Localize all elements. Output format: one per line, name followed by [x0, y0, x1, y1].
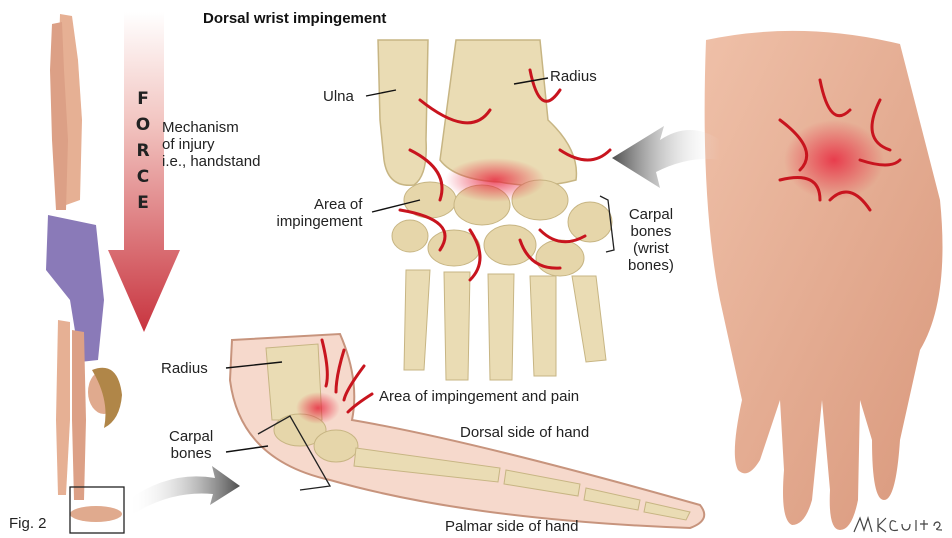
force-letter: F [132, 86, 154, 112]
carpal-bones-label-top: Carpal bones (wrist bones) [628, 206, 674, 274]
radius-label-bottom: Radius [161, 360, 208, 377]
figure-number: Fig. 2 [9, 515, 47, 532]
carpal-line: bones) [628, 257, 674, 274]
ulna-label: Ulna [323, 88, 354, 105]
area-pain-label: Area of impingement and pain [379, 388, 579, 405]
force-letter: O [132, 112, 154, 138]
palmar-side-label: Palmar side of hand [445, 518, 578, 535]
radius-label-top: Radius [550, 68, 597, 85]
carpal-line: bones [628, 223, 674, 240]
dorsal-side-label: Dorsal side of hand [460, 424, 589, 441]
area-impingement-line: Area of [296, 196, 362, 213]
force-letter: C [132, 164, 154, 190]
artist-signature [850, 514, 946, 536]
force-letter: R [132, 138, 154, 164]
force-label: F O R C E [132, 86, 154, 216]
area-impingement-label: Area of impingement [296, 196, 362, 230]
carpal-line: Carpal [628, 206, 674, 223]
mechanism-line: Mechanism [162, 119, 260, 136]
mechanism-line: i.e., handstand [162, 153, 260, 170]
carpal-line: Carpal [169, 428, 213, 445]
gymnast-figure [46, 14, 122, 522]
grey-arrow-to-section [128, 466, 240, 516]
wrist-bones-illustration [378, 40, 612, 380]
mechanism-line: of injury [162, 136, 260, 153]
carpal-line: (wrist [628, 240, 674, 257]
force-letter: E [132, 190, 154, 216]
carpal-line: bones [169, 445, 213, 462]
mechanism-label: Mechanism of injury i.e., handstand [162, 119, 260, 170]
area-impingement-line: impingement [266, 213, 362, 230]
grey-arrow-to-bones [612, 126, 720, 188]
figure-title: Dorsal wrist impingement [203, 10, 386, 27]
hand-illustration [705, 31, 943, 530]
carpal-bones-label-bottom: Carpal bones [169, 428, 213, 462]
